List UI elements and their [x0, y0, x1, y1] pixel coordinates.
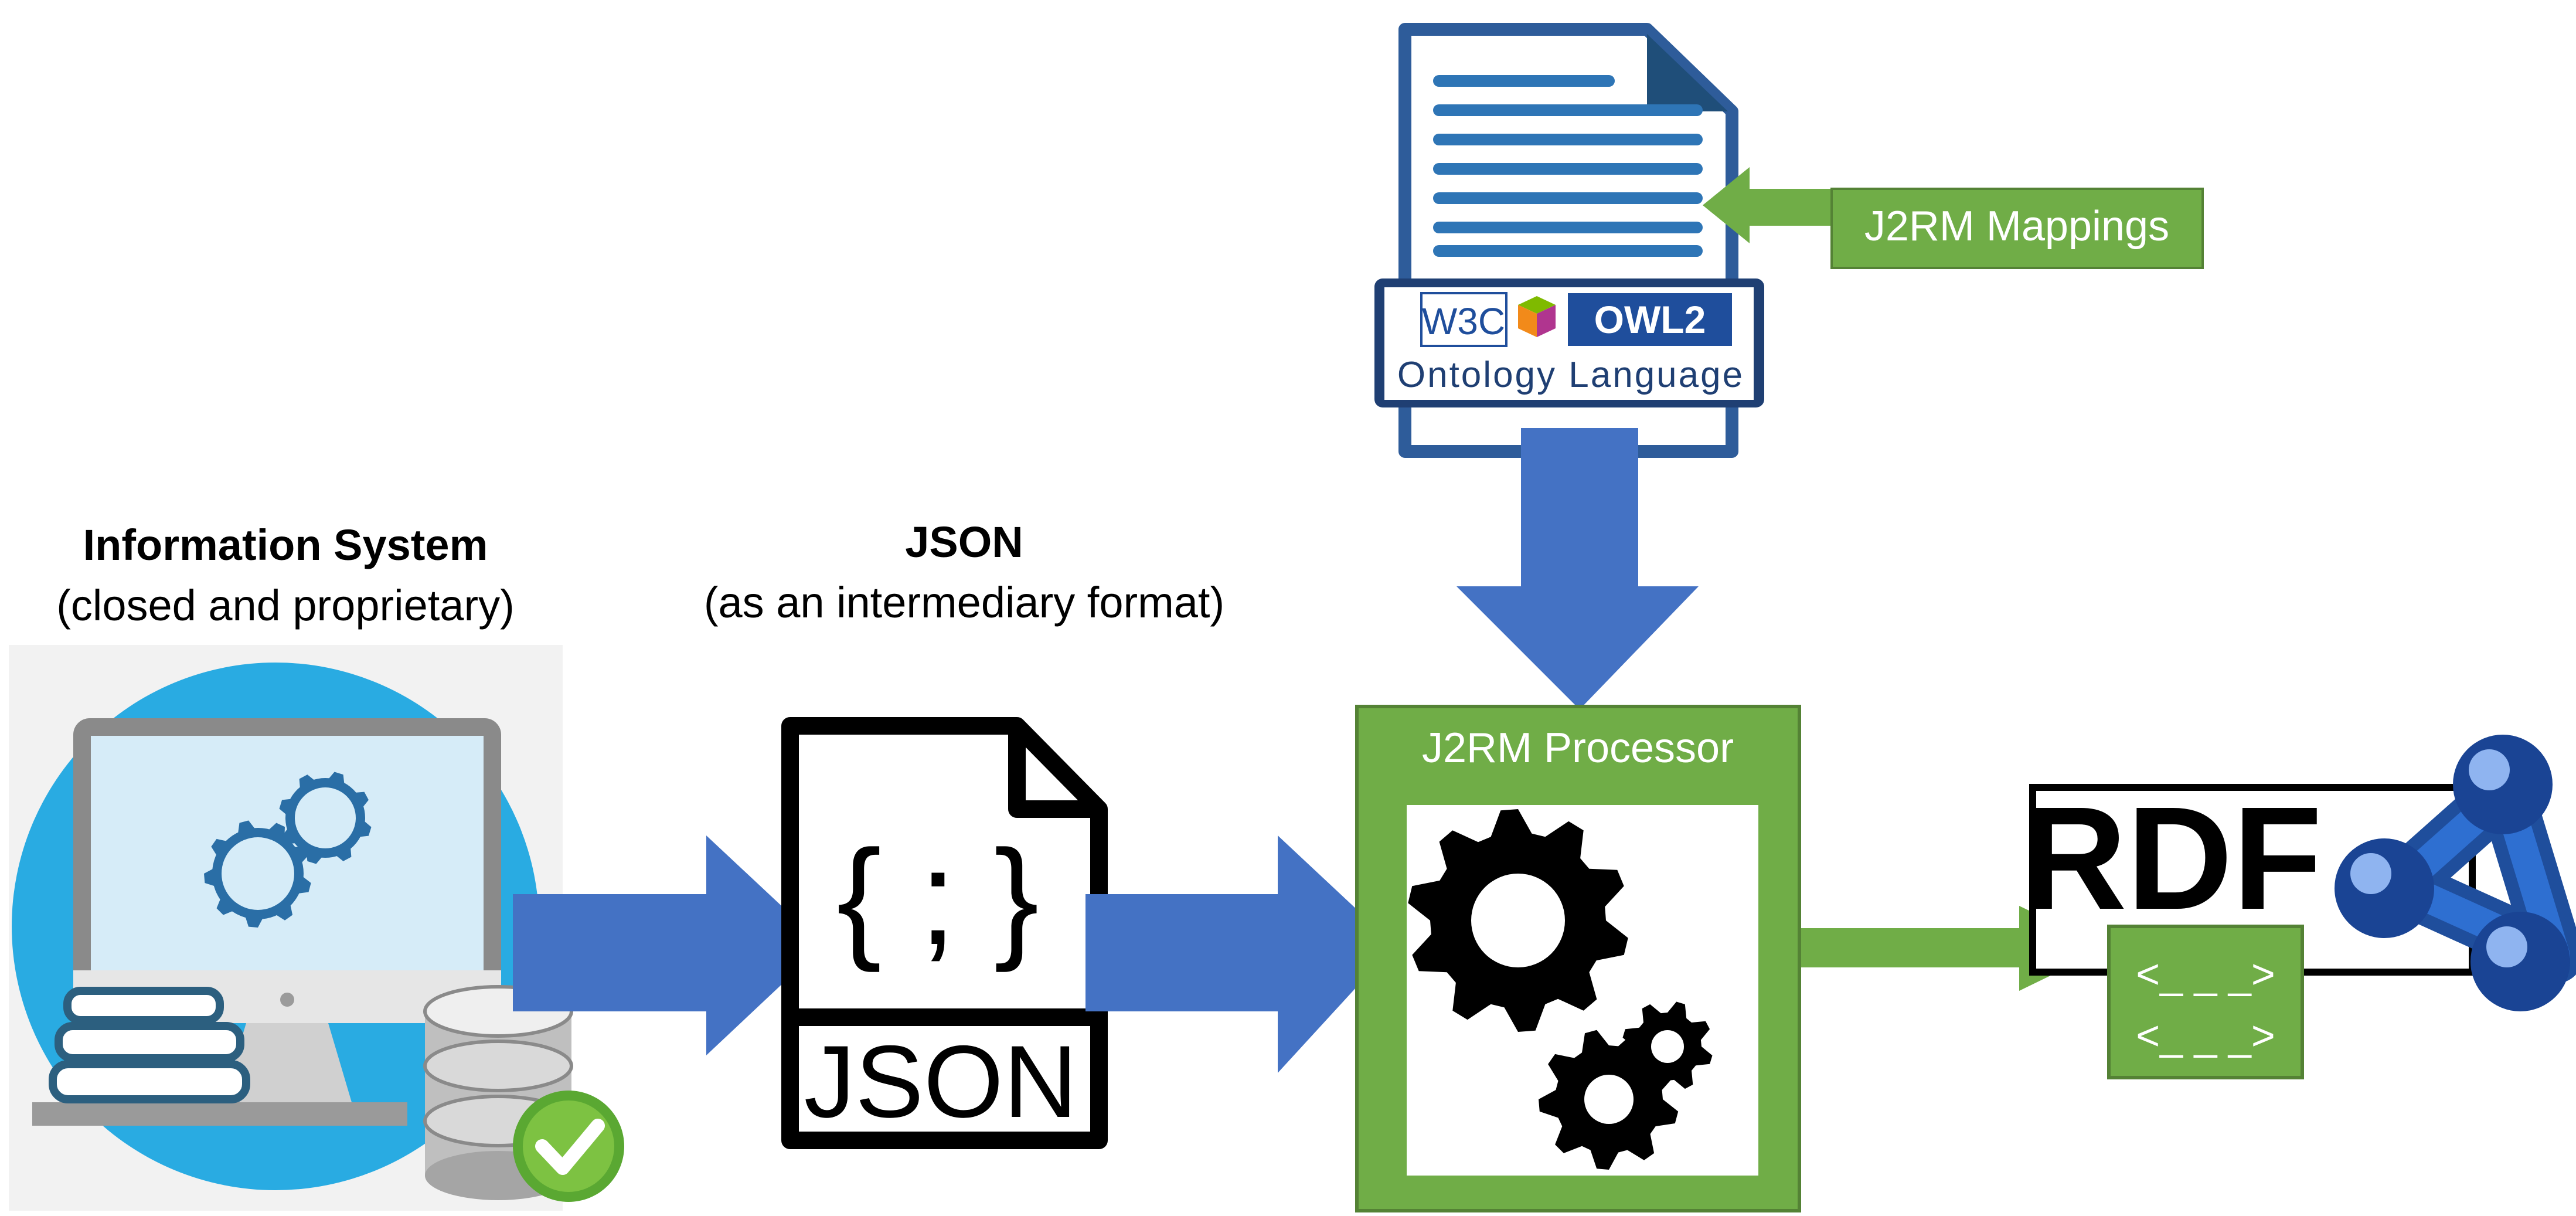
processor-label: J2RM Processor — [1422, 725, 1734, 772]
rdf-logo-text: RDF — [2021, 776, 2322, 940]
rdf-molecule-icon — [2335, 735, 2576, 1011]
ontology-caption: Ontology Language — [1397, 355, 1744, 395]
rdf-output-line-1: <_ _ _> — [2136, 951, 2275, 997]
json-title: JSON — [905, 518, 1023, 566]
mappings-label: J2RM Mappings — [1864, 203, 2169, 250]
json-file-icon: { ; } JSON — [781, 717, 1108, 1149]
json-file-label: JSON — [804, 1025, 1078, 1139]
json-node: JSON (as an intermediary format) { ; } J… — [704, 518, 1224, 1149]
arrow-mappings-to-ontology — [1703, 167, 1832, 243]
arrow-ontology-to-processor — [1457, 428, 1699, 709]
rdf-output-box: <_ _ _> <_ _ _> — [2107, 925, 2304, 1079]
books-stack — [49, 987, 250, 1103]
json-braces-glyph: { ; } — [836, 822, 1039, 973]
processor-gears-icon — [1408, 809, 1713, 1170]
info-system-subtitle: (closed and proprietary) — [56, 581, 514, 630]
arrow-json-to-processor — [1085, 835, 1395, 1073]
owl-cube-icon — [1518, 296, 1556, 337]
computer-illustration — [9, 645, 624, 1211]
rdf-output-line-2: <_ _ _> — [2136, 1013, 2275, 1058]
screen-gear-large-teeth — [204, 820, 311, 928]
screen-gear-small-teeth — [279, 772, 372, 864]
owl2-logo-text: OWL2 — [1594, 298, 1706, 341]
large-gear-icon — [1408, 809, 1628, 1032]
info-system-title: Information System — [83, 521, 488, 569]
w3c-logo-text: W3C — [1422, 300, 1505, 342]
arrow-info-to-json — [513, 835, 823, 1055]
rdf-output: RDF <_ _ _> <_ _ _> — [2021, 735, 2576, 1079]
json-subtitle: (as an intermediary format) — [704, 578, 1224, 627]
information-system-node: Information System (closed and proprieta… — [9, 521, 624, 1211]
document-text-lines — [1433, 75, 1703, 257]
mappings-box: J2RM Mappings — [1830, 188, 2204, 269]
j2rm-processor: J2RM Processor — [1355, 705, 1801, 1212]
small-gear-icon — [1622, 1001, 1713, 1092]
ontology-document: W3C OWL2 Ontology Language — [1374, 23, 1764, 458]
checkmark-badge-icon — [513, 1091, 624, 1202]
